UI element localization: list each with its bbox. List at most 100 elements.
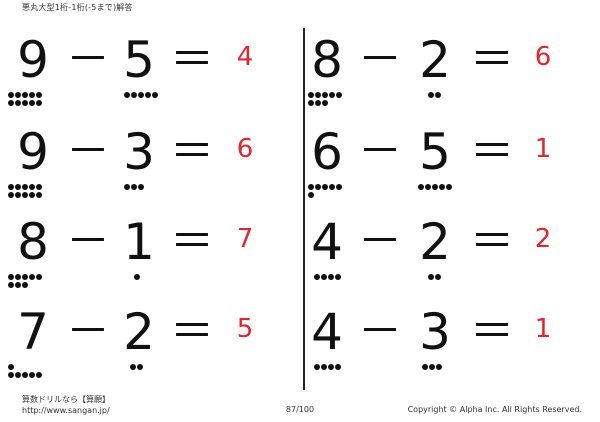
counting-dot: [130, 364, 136, 370]
subtrahend: 3: [123, 123, 155, 181]
minuend-dots: [314, 274, 341, 282]
counting-dot: [308, 184, 314, 190]
dot-row: [314, 274, 341, 281]
counting-dot: [432, 184, 438, 190]
counting-dot: [8, 184, 14, 190]
dot-row: [308, 92, 342, 99]
dot-row: [8, 282, 42, 289]
minuend-dots: [308, 92, 342, 108]
dot-row: [428, 92, 441, 99]
problem-row: 8 － 2 ＝ 6: [306, 30, 600, 120]
counting-dot: [152, 92, 158, 98]
minuend-dots: [8, 92, 42, 108]
subtrahend: 2: [419, 31, 451, 89]
counting-dot: [322, 184, 328, 190]
page-number: 87/100: [285, 405, 315, 414]
counting-dot: [425, 184, 431, 190]
counting-dot: [8, 274, 14, 280]
counting-dot: [314, 274, 320, 280]
minuend: 4: [311, 303, 343, 361]
minuend-dots: [308, 184, 342, 200]
equals-sign: ＝: [170, 34, 214, 85]
minuend: 8: [311, 31, 343, 89]
counting-dot: [446, 184, 452, 190]
dot-row: [8, 192, 42, 199]
dot-row: [8, 92, 42, 99]
counting-dot: [138, 184, 144, 190]
counting-dot: [22, 372, 28, 378]
counting-dot: [15, 282, 21, 288]
equals-sign: ＝: [470, 216, 514, 267]
counting-dot: [429, 364, 435, 370]
footer-url-link[interactable]: http://www.sangan.jp/: [22, 406, 110, 415]
counting-dot: [308, 100, 314, 106]
dot-row: [8, 364, 42, 371]
counting-dot: [428, 274, 434, 280]
counting-dot: [36, 372, 42, 378]
dot-row: [8, 184, 42, 191]
problem-row: 8 － 1 ＝ 7: [0, 212, 294, 302]
counting-dot: [315, 184, 321, 190]
answer: 6: [236, 134, 254, 164]
counting-dot: [335, 364, 341, 370]
minuend: 9: [17, 123, 49, 181]
counting-dot: [8, 372, 14, 378]
counting-dot: [322, 100, 328, 106]
counting-dot: [131, 92, 137, 98]
counting-dot: [22, 184, 28, 190]
minus-sign: －: [66, 34, 110, 85]
counting-dot: [422, 364, 428, 370]
answer: 1: [534, 134, 552, 164]
subtrahend-dots: [422, 364, 442, 372]
counting-dot: [29, 192, 35, 198]
counting-dot: [436, 364, 442, 370]
dot-row: [130, 364, 143, 371]
subtrahend-dots: [428, 92, 441, 100]
equals-sign: ＝: [170, 216, 214, 267]
subtrahend-dots: [428, 274, 441, 282]
counting-dot: [36, 274, 42, 280]
counting-dot: [137, 364, 143, 370]
equals-sign: ＝: [470, 306, 514, 357]
counting-dot: [428, 92, 434, 98]
minuend: 7: [17, 303, 49, 361]
counting-dot: [29, 92, 35, 98]
counting-dot: [328, 274, 334, 280]
minus-sign: －: [66, 126, 110, 177]
answer: 5: [236, 314, 254, 344]
counting-dot: [138, 92, 144, 98]
dot-row: [314, 364, 341, 371]
counting-dot: [15, 274, 21, 280]
problem-row: 7 － 2 ＝ 5: [0, 302, 294, 392]
minus-sign: －: [358, 306, 402, 357]
problem-row: 4 － 2 ＝ 2: [306, 212, 600, 302]
counting-dot: [8, 100, 14, 106]
minuend-dots: [8, 184, 42, 200]
problem-row: 6 － 5 ＝ 1: [306, 122, 600, 212]
counting-dot: [15, 372, 21, 378]
counting-dot: [22, 92, 28, 98]
counting-dot: [36, 192, 42, 198]
counting-dot: [36, 92, 42, 98]
counting-dot: [328, 364, 334, 370]
subtrahend-dots: [134, 274, 140, 282]
subtrahend-dots: [130, 364, 143, 372]
problem-row: 9 － 5 ＝ 4: [0, 30, 294, 120]
answer: 4: [236, 42, 254, 72]
dot-row: [8, 274, 42, 281]
counting-dot: [29, 274, 35, 280]
minus-sign: －: [358, 126, 402, 177]
counting-dot: [439, 184, 445, 190]
footer-brand-block: 算数ドリルなら【算願】 http://www.sangan.jp/: [22, 394, 110, 416]
dot-row: [308, 184, 342, 191]
counting-dot: [22, 100, 28, 106]
dot-row: [422, 364, 442, 371]
problem-row: 4 － 3 ＝ 1: [306, 302, 600, 392]
minuend: 6: [311, 123, 343, 181]
subtrahend-dots: [124, 92, 158, 100]
dot-row: [308, 192, 342, 199]
counting-dot: [145, 92, 151, 98]
counting-dot: [322, 92, 328, 98]
minuend: 9: [17, 31, 49, 89]
counting-dot: [8, 92, 14, 98]
